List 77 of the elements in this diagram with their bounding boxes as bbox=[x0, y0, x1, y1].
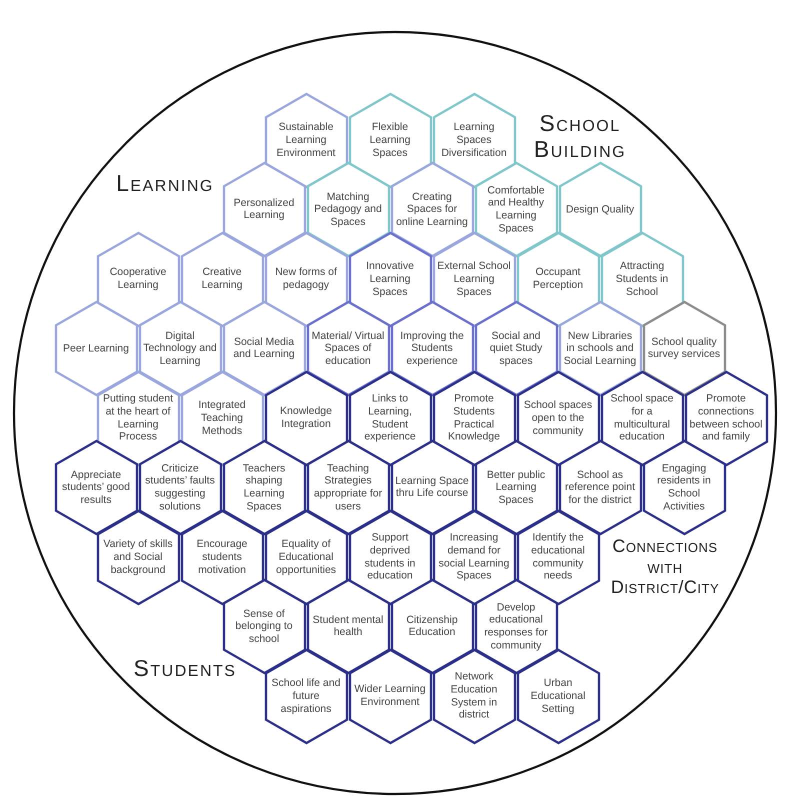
tile-label: External School Learning Spaces bbox=[437, 260, 511, 298]
hexagon-tile bbox=[224, 302, 304, 395]
tile-label: Creating Spaces for online Learning bbox=[395, 190, 469, 229]
tile-label: Teaching Strategies appropriate for users bbox=[312, 462, 384, 514]
tile-label: Cooperative Learning bbox=[108, 266, 168, 292]
hexagon-tile bbox=[182, 232, 262, 326]
hexagon-tile bbox=[518, 650, 598, 742]
tile-label: Innovative Learning Spaces bbox=[365, 260, 415, 298]
tile-label: Engaging residents in School Activities bbox=[656, 462, 712, 514]
hexagon-tile bbox=[266, 232, 346, 326]
hexagon-tile bbox=[434, 650, 514, 742]
tile-label: Promote connections between school and family bbox=[689, 392, 763, 444]
hexagon-tile bbox=[266, 650, 346, 742]
tile-label: Variety of skills and Social background bbox=[102, 538, 174, 576]
tile-label: Increasing demand for social Learning Spaces bbox=[438, 531, 510, 583]
tile-label: School space for a multicultural education bbox=[609, 392, 675, 444]
tile-label: Improving the Students experience bbox=[399, 329, 465, 368]
tile-label: School as reference point for the district bbox=[564, 468, 636, 507]
tile-label: Network Education System in district bbox=[450, 670, 498, 722]
tile-label: Creative Learning bbox=[200, 266, 244, 292]
hexagon-tile bbox=[518, 232, 598, 326]
tile-label: Social and quiet Study spaces bbox=[488, 329, 544, 368]
hexagon-tile bbox=[560, 441, 640, 534]
tile-label: Appreciate students’ good results bbox=[61, 468, 131, 507]
tile-label: Criticize students’ faults suggesting solutions bbox=[144, 462, 216, 514]
category-heading: Learning bbox=[115, 170, 215, 196]
tile-label: New forms of pedagogy bbox=[274, 266, 338, 292]
tile-label: Identify the educational community needs bbox=[530, 531, 586, 583]
tile-label: Attracting Students in School bbox=[614, 260, 670, 298]
tile-label: Equality of Educational opportunities bbox=[274, 538, 338, 576]
tile-label: Links to Learning, Student experience bbox=[363, 392, 417, 444]
tile-label: Peer Learning bbox=[62, 342, 130, 355]
tile-label: Digital Technology and Learning bbox=[143, 329, 217, 368]
tile-label: School quality survey services bbox=[647, 336, 721, 362]
hexagon-tile bbox=[56, 302, 136, 395]
tile-label: Develop educational responses for community bbox=[483, 600, 549, 652]
tile-label: Flexible Learning Spaces bbox=[368, 120, 412, 160]
tile-label: Encourage students motivation bbox=[196, 538, 248, 576]
tile-label: Integrated Teaching Methods bbox=[197, 398, 247, 438]
tile-label: Matching Pedagogy and Spaces bbox=[313, 190, 383, 229]
tile-label: Putting student at the heart of Learning Process bbox=[102, 392, 174, 444]
tile-label: Learning Spaces Diversification bbox=[440, 120, 508, 160]
tile-label: Wider Learning Environment bbox=[353, 683, 427, 709]
hexagon-tile bbox=[350, 650, 430, 742]
tile-label: Social Media and Learning bbox=[232, 336, 296, 362]
hexagon-tile bbox=[644, 441, 724, 534]
tile-label: Urban Educational Setting bbox=[530, 676, 586, 716]
tile-label: Teachers shaping Learning Spaces bbox=[242, 462, 286, 514]
tile-label: Sustainable Learning Environment bbox=[276, 120, 336, 160]
hexagon-tile bbox=[224, 163, 304, 256]
hexagon-tile bbox=[182, 510, 262, 604]
tile-label: New Libraries in schools and Social Learning bbox=[563, 329, 637, 368]
tile-label: Support deprived students in education bbox=[364, 531, 416, 583]
tile-label: Design Quality bbox=[564, 203, 636, 216]
tile-label: Knowledge Integration bbox=[279, 405, 333, 431]
tile-label: Citizenship Education bbox=[405, 614, 459, 640]
hexagon-tile bbox=[392, 580, 472, 673]
hexagon-tile bbox=[56, 441, 136, 534]
hexagon-tile bbox=[98, 232, 178, 326]
tile-label: Promote Students Practical Knowledge bbox=[447, 392, 501, 444]
tile-label: School life and future aspirations bbox=[270, 676, 342, 716]
tile-label: Learning Space thru Life course bbox=[395, 474, 469, 500]
tile-label: Sense of belonging to school bbox=[234, 607, 294, 646]
hexagon-tile bbox=[308, 580, 388, 673]
category-heading: Connections with District/City bbox=[610, 536, 720, 598]
tile-label: Occupant Perception bbox=[532, 266, 584, 292]
tile-label: Better public Learning Spaces bbox=[486, 468, 546, 507]
hexagon-tile bbox=[560, 163, 640, 256]
tile-label: Comfortable and Healthy Learning Spaces bbox=[486, 184, 546, 236]
category-heading: School Building bbox=[532, 110, 628, 163]
tile-label: Student mental health bbox=[312, 614, 384, 640]
hexagon-tile bbox=[98, 510, 178, 604]
tile-label: Personalized Learning bbox=[232, 196, 296, 222]
tile-label: School spaces open to the community bbox=[522, 398, 594, 438]
hexagon-tile bbox=[266, 372, 346, 464]
tile-label: Material/ Virtual Spaces of education bbox=[311, 329, 385, 368]
category-heading: Students bbox=[132, 655, 238, 682]
